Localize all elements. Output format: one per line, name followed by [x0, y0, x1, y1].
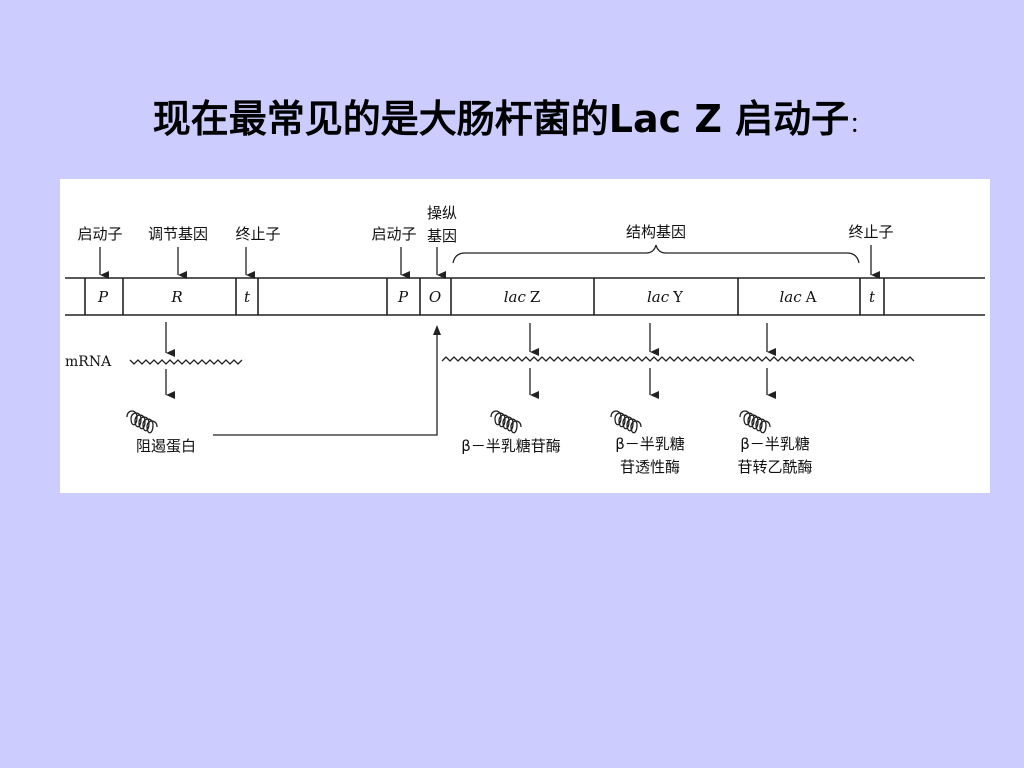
label-terminator-1: 终止子: [235, 225, 280, 243]
label-transacetylase-line1: β－半乳糖: [740, 435, 810, 453]
label-terminator-2: 终止子: [848, 223, 893, 241]
segment-lacz-prefix: lac: [504, 288, 527, 306]
permease-coil-icon: [610, 410, 642, 434]
repressor-binding-arrowhead: [433, 325, 441, 335]
segment-p2: P: [397, 288, 409, 306]
segment-laca-suffix: A: [805, 288, 817, 306]
label-mrna: mRNA: [65, 354, 112, 370]
segment-r: R: [170, 288, 182, 306]
segment-lacy-prefix: lac: [647, 288, 670, 306]
label-repressor-protein: 阻遏蛋白: [136, 437, 196, 455]
label-promoter-2: 启动子: [371, 225, 416, 243]
mrna-regulator-wave: [129, 359, 243, 365]
segment-laca-prefix: lac: [780, 288, 803, 306]
structural-genes-brace: [452, 244, 860, 264]
segment-t2: t: [869, 288, 876, 306]
label-transacetylase-line2: 苷转乙酰酶: [737, 458, 812, 476]
segment-t1: t: [244, 288, 251, 306]
label-regulator-gene: 调节基因: [148, 225, 208, 243]
dna-strip: [65, 277, 985, 316]
slide-title-colon: ：: [849, 113, 872, 138]
label-operator-line2: 基因: [427, 227, 457, 245]
slide-title: 现在最常见的是大肠杆菌的Lac Z 启动子：: [0, 88, 1024, 143]
label-permease-line2: 苷透性酶: [620, 458, 680, 476]
label-promoter-1: 启动子: [77, 225, 122, 243]
polycistronic-mrna-wave: [441, 356, 915, 362]
transacetylase-coil-icon: [739, 410, 771, 434]
slide-title-text: 现在最常见的是大肠杆菌的Lac Z 启动子: [152, 97, 850, 141]
label-permease-line1: β－半乳糖: [615, 435, 685, 453]
segment-lacz-suffix: Z: [530, 288, 540, 306]
galactosidase-coil-icon: [490, 410, 522, 434]
repressor-binding-line: [213, 335, 438, 436]
label-structural-genes: 结构基因: [626, 223, 686, 241]
segment-o: O: [429, 288, 441, 306]
label-operator-line1: 操纵: [427, 204, 457, 222]
repressor-coil-icon: [126, 410, 158, 434]
segment-p1: P: [97, 288, 109, 306]
segment-lacy-suffix: Y: [672, 288, 684, 306]
label-galactosidase: β－半乳糖苷酶: [461, 437, 561, 455]
